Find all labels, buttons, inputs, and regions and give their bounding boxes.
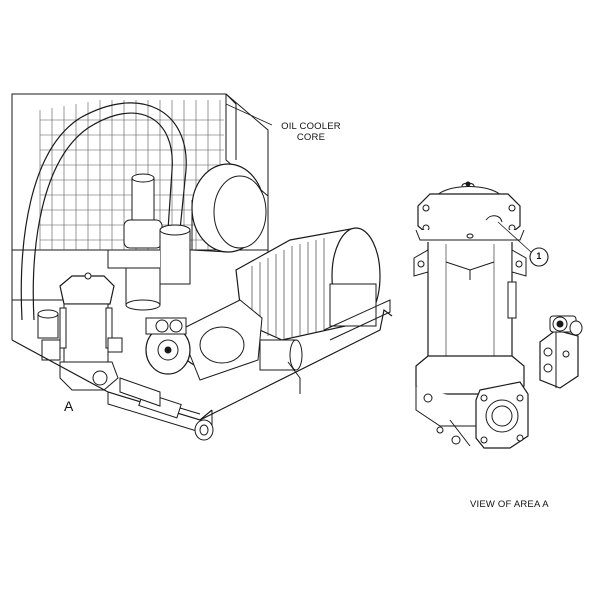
oil-cooler-core-label: OIL COOLER CORE <box>271 121 351 143</box>
pump-valve-block <box>146 318 190 374</box>
drive-motor <box>236 228 390 340</box>
oil-cooler-label-line1: OIL COOLER <box>281 121 341 132</box>
callout-1-circle <box>530 248 548 266</box>
view-caption: VIEW OF AREA A <box>470 499 549 510</box>
callout-1-number: 1 <box>536 251 542 261</box>
left-fittings <box>38 310 60 360</box>
oil-cooler-leader <box>226 104 272 125</box>
filter-head <box>416 182 524 240</box>
filter-base <box>416 356 528 448</box>
area-a-marker: A <box>64 398 74 414</box>
filter-body <box>414 242 526 360</box>
coupling-housing <box>180 300 302 394</box>
discharge-pipe <box>108 174 190 310</box>
callout-1 <box>498 222 548 266</box>
base-skid <box>12 310 392 440</box>
oil-cooler-label-line2: CORE <box>296 132 326 143</box>
separator-tank <box>192 164 266 252</box>
compressor-assembly <box>12 94 392 440</box>
oil-filter-area-a <box>60 273 122 390</box>
area-a-detail-view <box>414 182 582 448</box>
solenoid-valve <box>540 316 582 388</box>
